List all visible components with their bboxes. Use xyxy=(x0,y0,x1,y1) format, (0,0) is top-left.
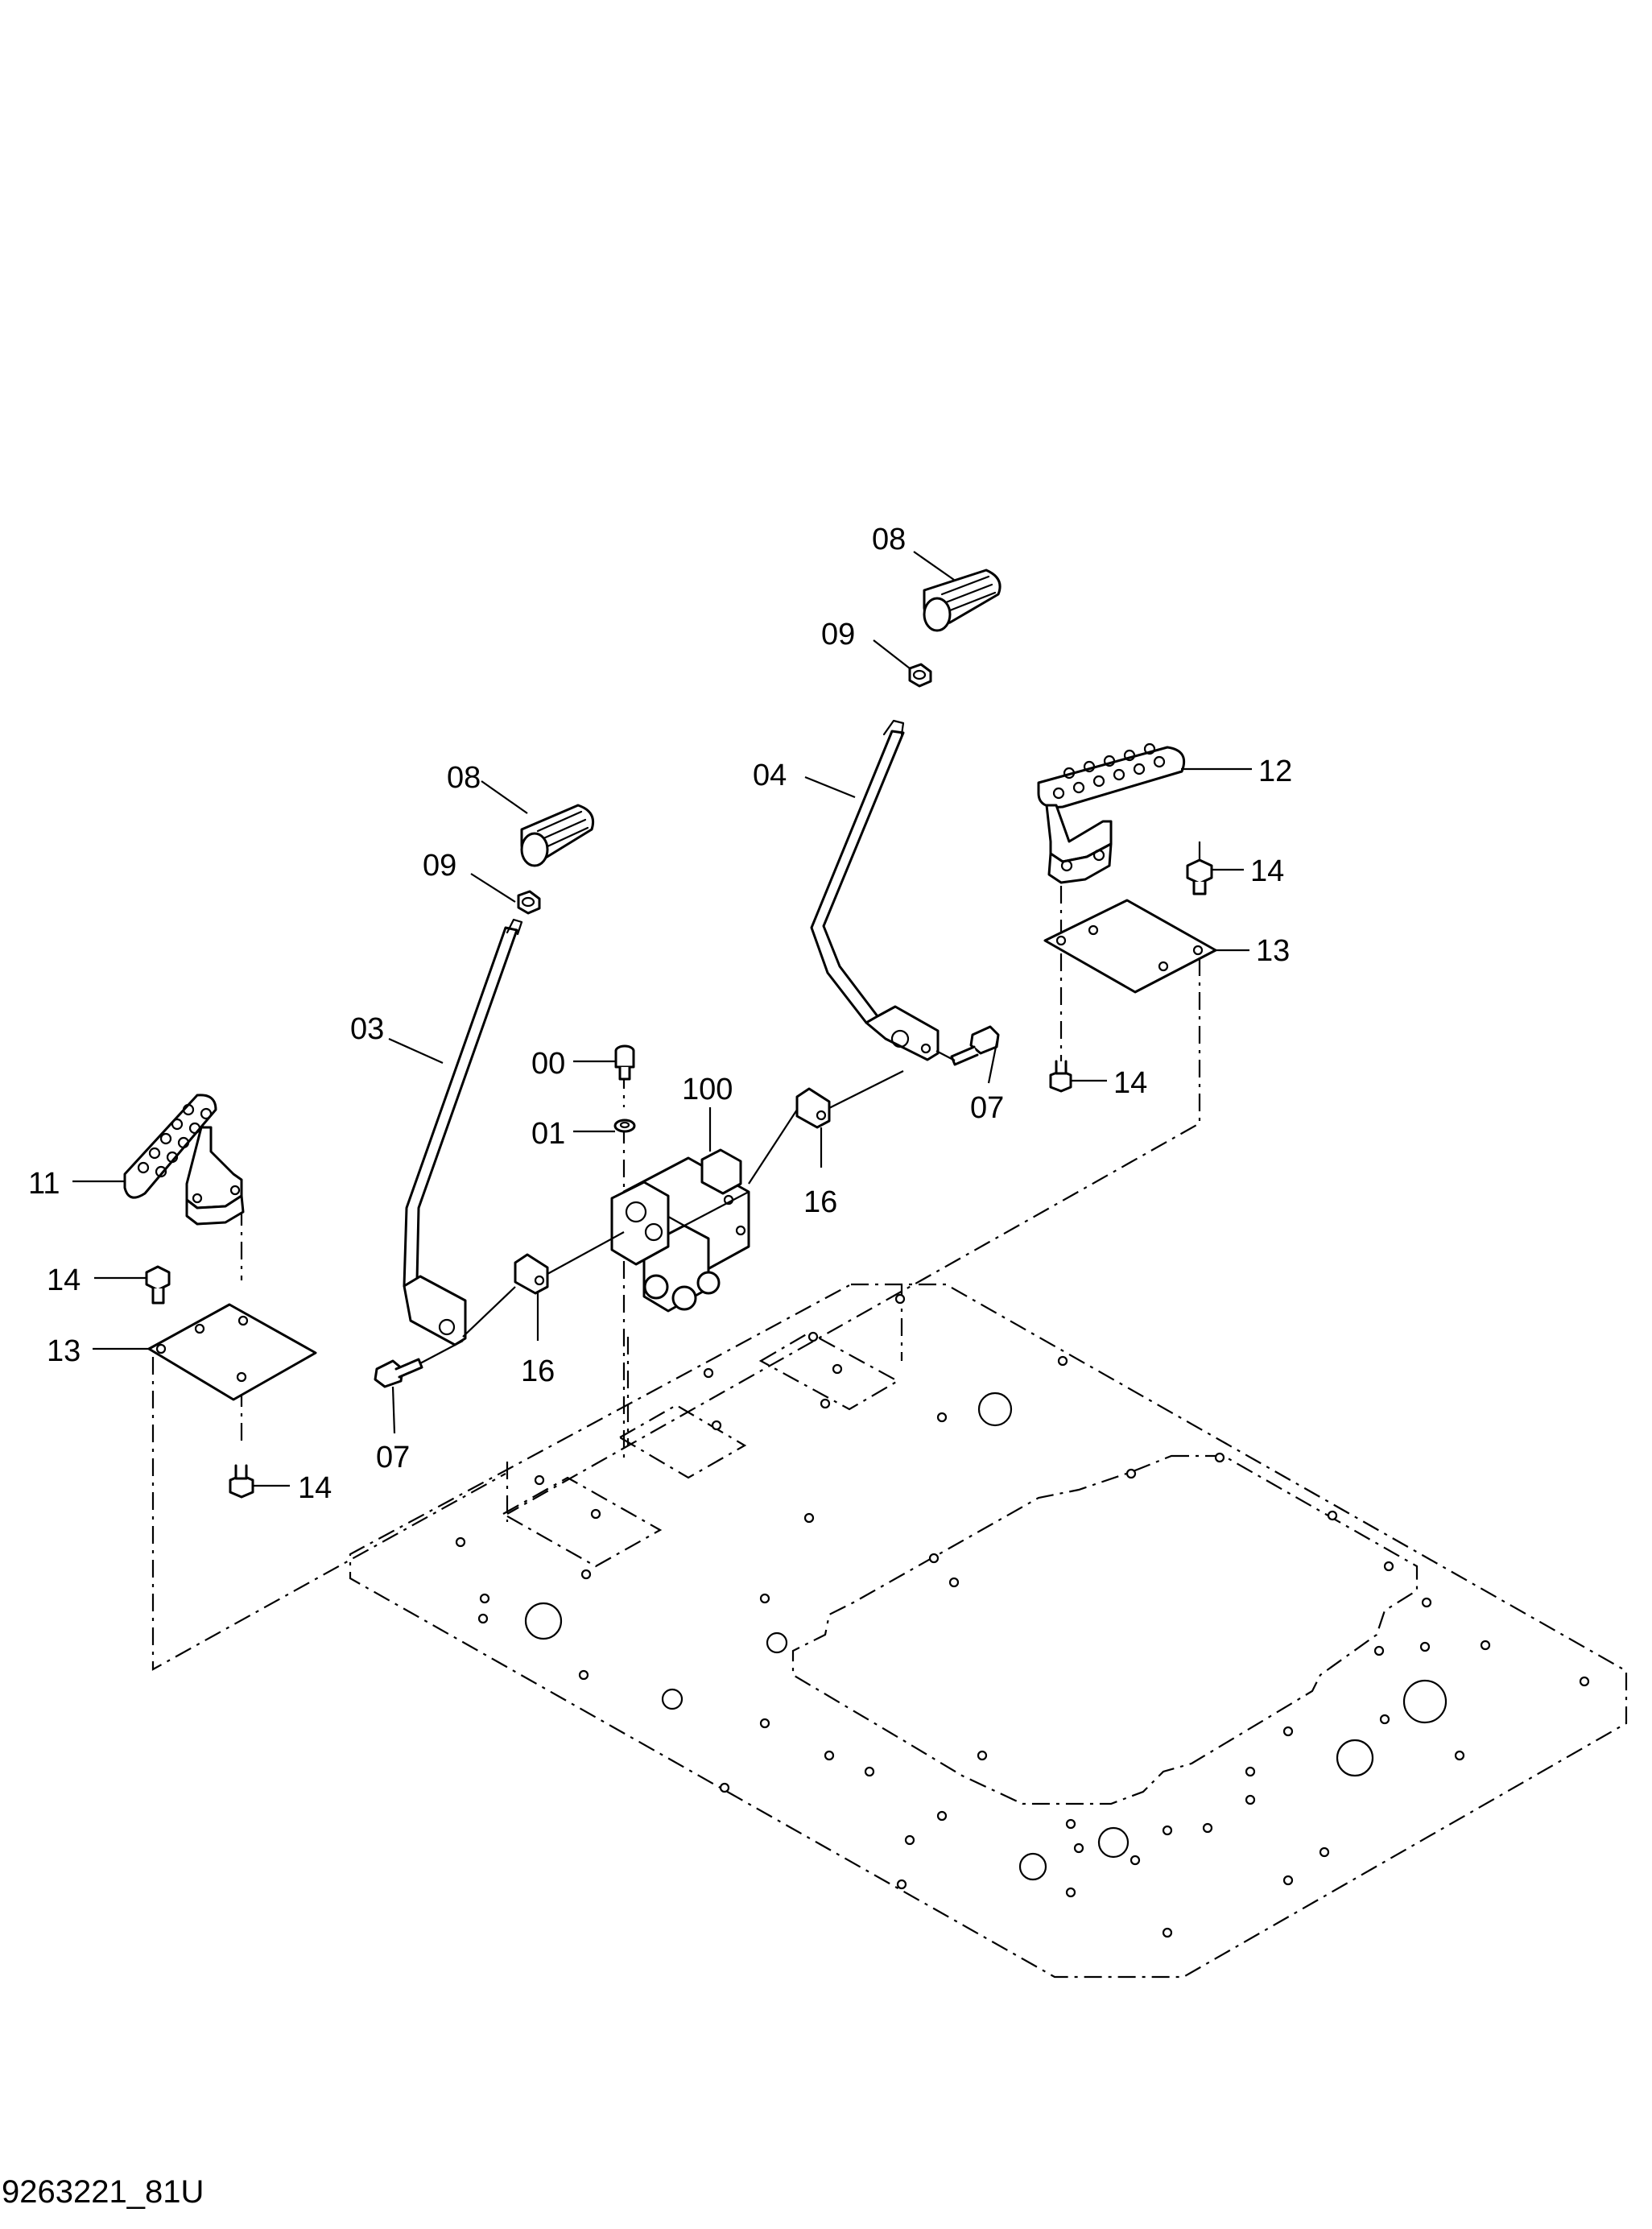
washer-01 xyxy=(613,1119,636,1133)
callout-08-left: 08 xyxy=(447,761,481,795)
plate-bolt-holes xyxy=(455,1293,1590,1938)
bracket-16-right xyxy=(795,1087,831,1129)
callout-09-right: 09 xyxy=(821,618,855,651)
callout-13-left: 13 xyxy=(47,1334,81,1368)
right-lever-04 xyxy=(810,719,940,1061)
callout-14-d: 14 xyxy=(298,1471,332,1505)
bolt-14-a xyxy=(1186,858,1213,895)
callout-12: 12 xyxy=(1258,755,1292,788)
callout-07-left: 07 xyxy=(376,1441,410,1474)
callout-14-b: 14 xyxy=(1113,1066,1147,1100)
right-plate-13 xyxy=(1043,899,1217,994)
callout-00: 00 xyxy=(531,1047,565,1081)
bolt-07-right xyxy=(950,1025,1000,1066)
callout-14-c: 14 xyxy=(47,1263,81,1297)
callout-11: 11 xyxy=(28,1167,60,1201)
callout-08-right: 08 xyxy=(872,523,906,556)
bolt-14-d xyxy=(229,1464,254,1499)
bolt-14-c xyxy=(145,1265,171,1305)
bracket-16-left xyxy=(514,1253,549,1295)
left-plate-13 xyxy=(147,1303,317,1401)
callout-13-right: 13 xyxy=(1256,934,1290,968)
left-nut-09 xyxy=(517,890,541,915)
bolt-07-left xyxy=(374,1358,423,1388)
floor-plate xyxy=(349,1283,1628,1979)
left-grip-08 xyxy=(520,804,595,867)
callout-leaders xyxy=(72,551,1252,1487)
left-lever-03 xyxy=(403,918,523,1346)
callout-09-left: 09 xyxy=(423,849,456,883)
callout-16-left: 16 xyxy=(521,1354,555,1388)
cap-screw-00 xyxy=(614,1044,635,1081)
callout-04: 04 xyxy=(753,759,787,792)
bolt-14-b xyxy=(1049,1060,1072,1093)
pedal-studs xyxy=(1052,742,1166,800)
callout-16-right: 16 xyxy=(803,1185,837,1219)
right-pedal-12 xyxy=(1037,742,1186,884)
right-nut-09 xyxy=(908,663,932,688)
callout-07-right: 07 xyxy=(970,1091,1004,1125)
callout-100: 100 xyxy=(682,1073,733,1106)
attachment-lines xyxy=(419,1050,956,1364)
left-pedal-11 xyxy=(123,1094,245,1226)
drawing-number: 9263221_81U xyxy=(2,2174,204,2210)
callout-03: 03 xyxy=(350,1012,384,1046)
callout-01: 01 xyxy=(531,1117,565,1151)
right-grip-08 xyxy=(923,569,1002,632)
callout-labels: 08 09 04 12 14 13 07 14 08 09 03 00 100 … xyxy=(28,523,1292,1505)
callout-14-a: 14 xyxy=(1250,854,1284,888)
pedal-studs xyxy=(137,1103,213,1178)
pilot-valve-100 xyxy=(610,1148,750,1313)
